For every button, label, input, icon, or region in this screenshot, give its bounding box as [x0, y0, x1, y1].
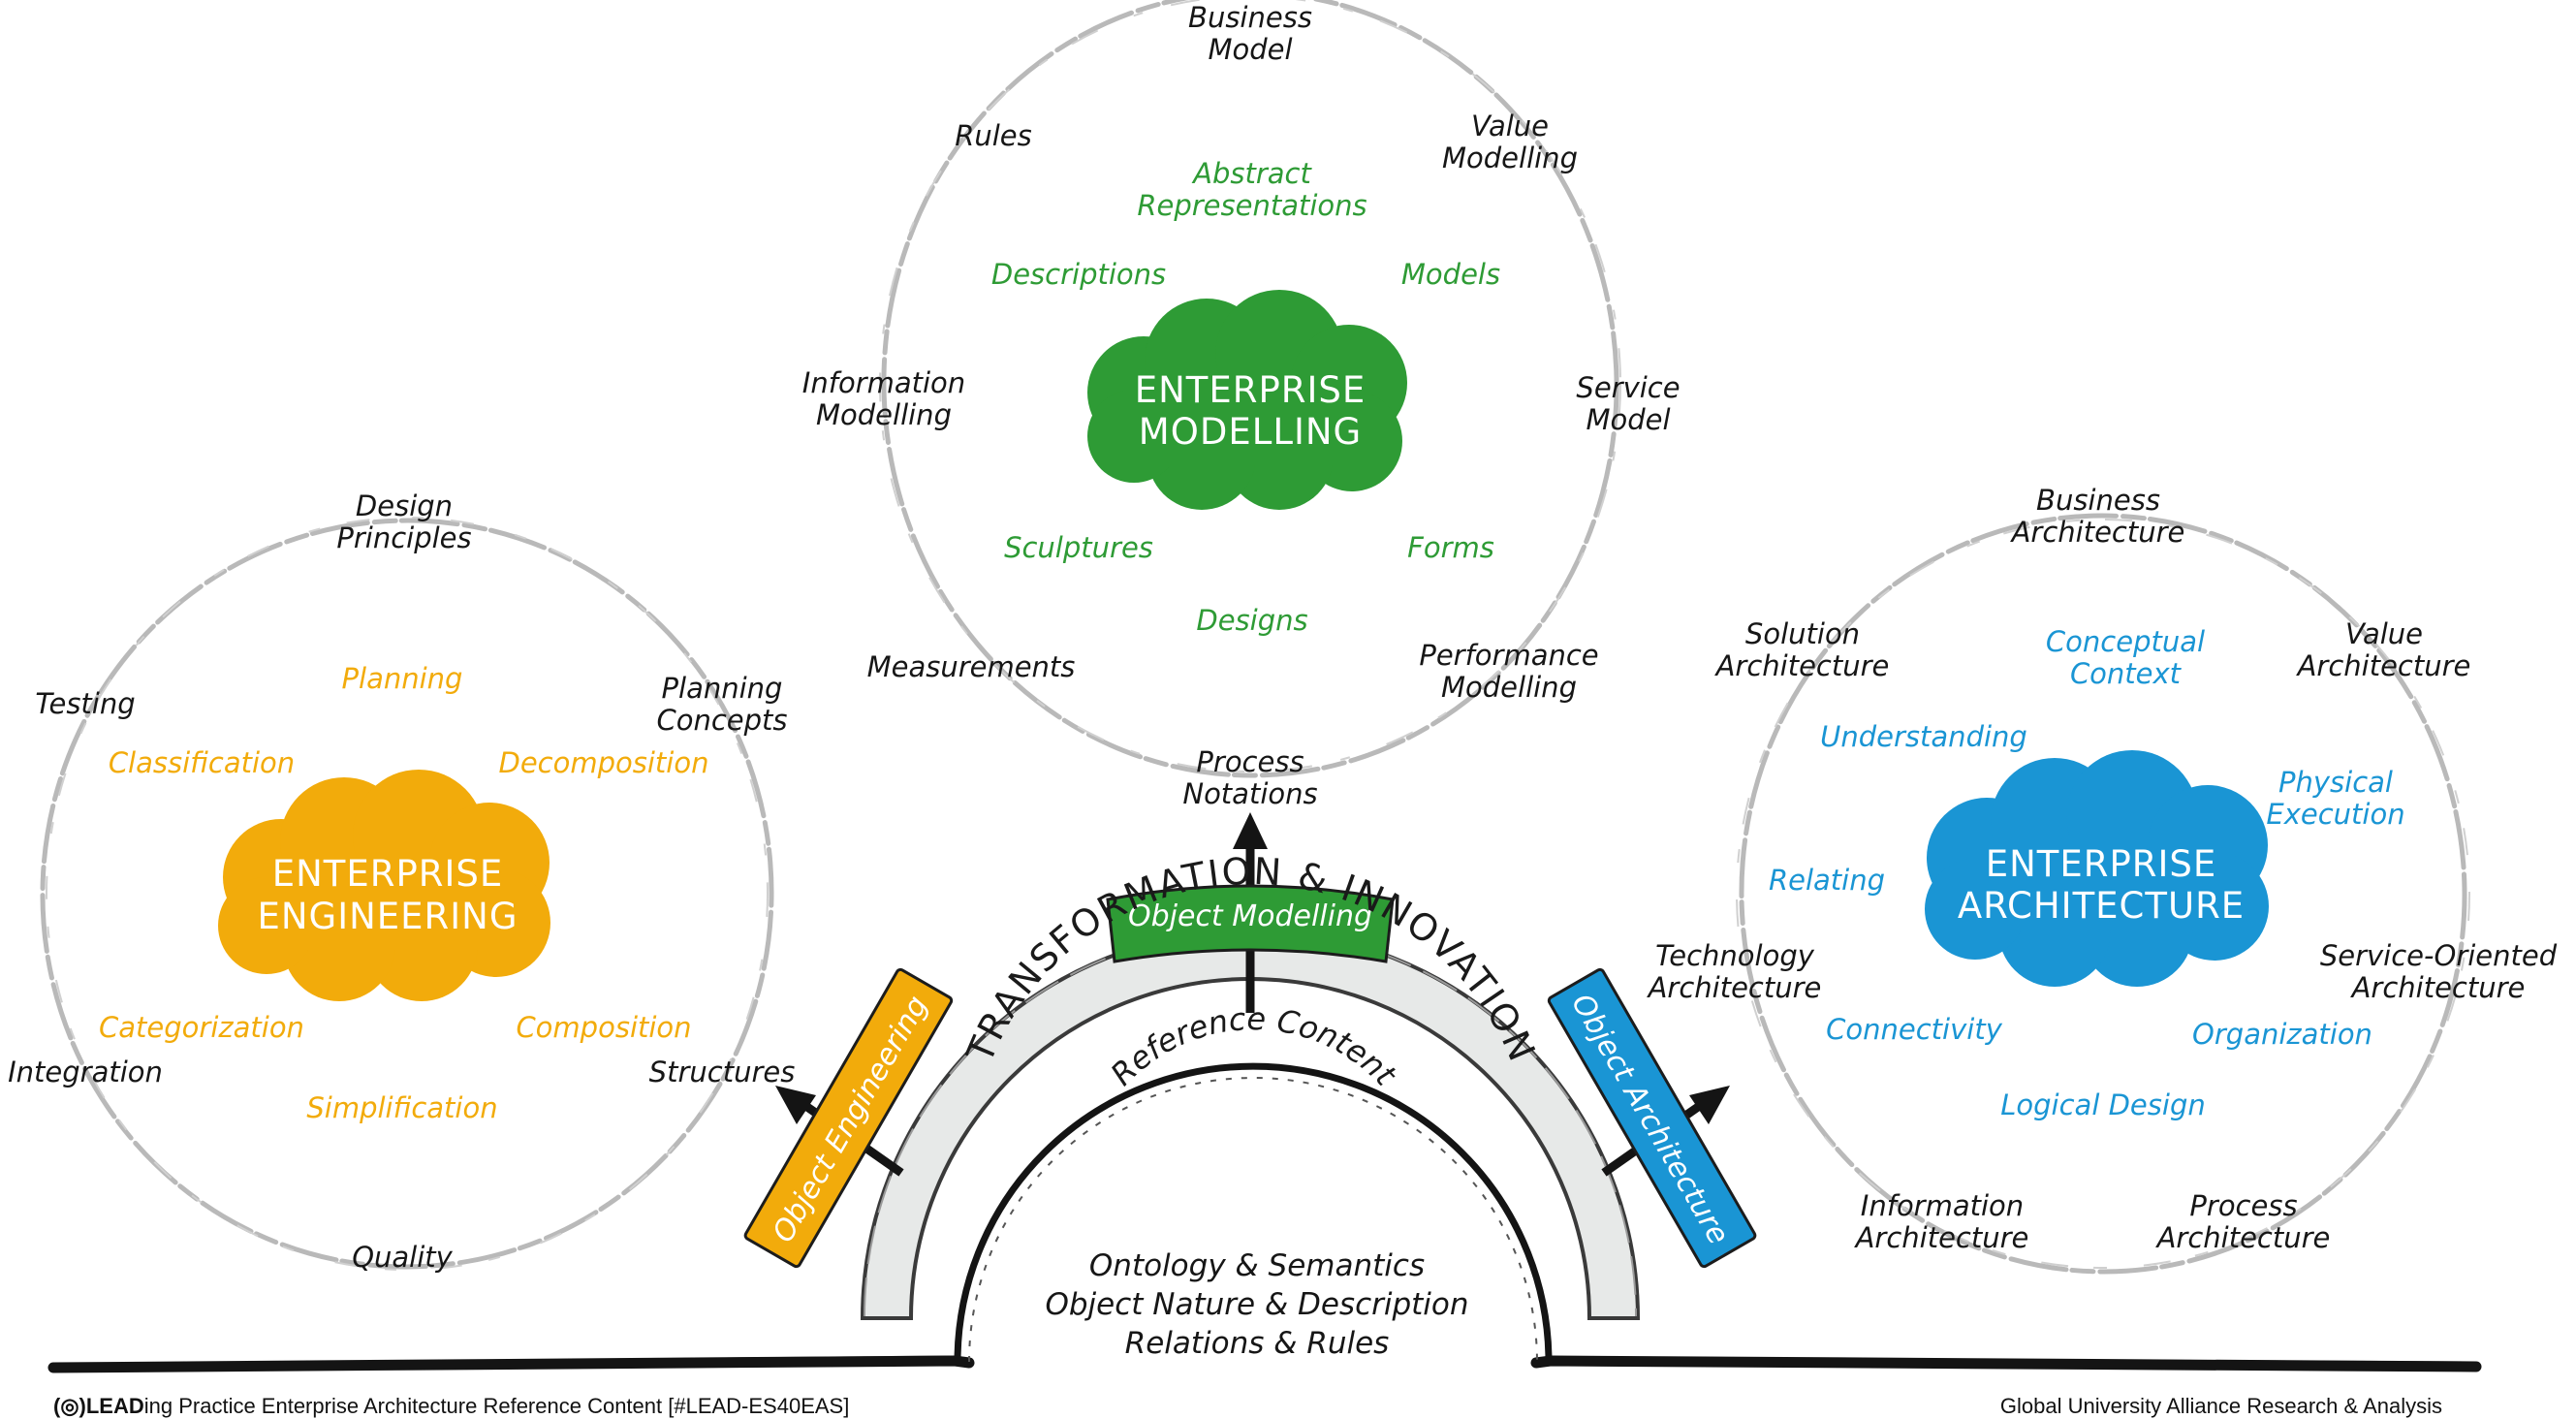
process-notations-label: Process: [1196, 745, 1304, 778]
physical-execution-label: Physical: [2278, 766, 2393, 799]
object-modelling-label: Object Modelling: [1128, 899, 1372, 933]
abstract-representations-label-2: Representations: [1137, 189, 1367, 222]
engineering-outer-labels: Design Principles Testing Planning Conce…: [8, 489, 795, 1274]
planning-concepts-label: Planning: [662, 672, 783, 705]
logical-design-label: Logical Design: [2000, 1088, 2205, 1121]
soa-label: Service-Oriented: [2320, 939, 2558, 972]
architecture-outer-labels: Business Architecture Solution Architect…: [1647, 484, 2558, 1254]
forms-label: Forms: [1407, 531, 1494, 564]
soa-label-2: Architecture: [2350, 971, 2526, 1004]
business-model-label-2: Model: [1208, 33, 1292, 66]
composition-label: Composition: [516, 1011, 691, 1044]
decomposition-label: Decomposition: [499, 746, 709, 779]
modelling-inner-labels: Abstract Representations Descriptions Mo…: [991, 157, 1500, 637]
value-modelling-label: Value: [1471, 110, 1549, 142]
descriptions-label: Descriptions: [991, 258, 1166, 291]
service-model-label-2: Model: [1586, 403, 1670, 436]
testing-label: Testing: [35, 687, 135, 720]
footer-right: Global University Alliance Research & An…: [2000, 1394, 2442, 1418]
engineering-cloud-line2: ENGINEERING: [257, 896, 518, 937]
solution-architecture-label: Solution: [1745, 617, 1860, 650]
modelling-cloud-line2: MODELLING: [1139, 411, 1362, 453]
conceptual-context-label: Conceptual: [2046, 625, 2205, 658]
business-architecture-label-2: Architecture: [2010, 516, 2185, 549]
footer-left-text: ing Practice Enterprise Architecture Ref…: [144, 1394, 850, 1418]
architecture-cloud-line2: ARCHITECTURE: [1958, 885, 2245, 927]
architecture-inner-labels: Conceptual Context Understanding Physica…: [1769, 625, 2405, 1121]
abstract-representations-label: Abstract: [1191, 157, 1312, 190]
value-architecture-label: Value: [2345, 617, 2423, 650]
connectivity-label: Connectivity: [1826, 1013, 2003, 1046]
ontology-semantics-text: Ontology & Semantics: [1089, 1248, 1425, 1283]
modelling-outer-labels: Business Model Rules Value Modelling Inf…: [802, 1, 1681, 810]
object-modelling-band: Object Modelling: [1106, 884, 1395, 963]
planning-label: Planning: [342, 662, 463, 695]
information-modelling-label: Information: [802, 366, 965, 399]
value-architecture-label-2: Architecture: [2296, 649, 2471, 682]
enterprise-engineering-cloud: ENTERPRISE ENGINEERING: [218, 770, 550, 1001]
quality-label: Quality: [352, 1241, 453, 1274]
value-modelling-label-2: Modelling: [1442, 142, 1578, 174]
measurements-label: Measurements: [867, 650, 1076, 683]
process-notations-label-2: Notations: [1182, 777, 1317, 810]
rules-label: Rules: [955, 119, 1032, 152]
designs-label: Designs: [1196, 604, 1307, 637]
modelling-ring: [879, 0, 1621, 778]
understanding-label: Understanding: [1820, 720, 2027, 753]
planning-concepts-label-2: Concepts: [656, 704, 787, 737]
models-label: Models: [1401, 258, 1500, 291]
object-nature-text: Object Nature & Description: [1045, 1287, 1468, 1322]
technology-architecture-label-2: Architecture: [1647, 971, 1822, 1004]
design-principles-label-2: Principles: [336, 521, 471, 554]
engineering-cloud-line1: ENTERPRISE: [272, 853, 504, 895]
design-principles-label: Design: [356, 489, 453, 522]
classification-label: Classification: [109, 746, 295, 779]
enterprise-architecture-cloud: ENTERPRISE ARCHITECTURE: [1925, 750, 2269, 987]
relating-label: Relating: [1769, 864, 1885, 897]
physical-execution-label-2: Execution: [2266, 798, 2404, 831]
information-architecture-label: Information: [1861, 1189, 2024, 1222]
conceptual-context-label-2: Context: [2070, 657, 2183, 690]
architecture-ring: [1736, 513, 2470, 1275]
modelling-cloud-line1: ENTERPRISE: [1135, 369, 1367, 411]
enterprise-modelling-cloud: ENTERPRISE MODELLING: [1087, 290, 1407, 510]
performance-modelling-label-2: Modelling: [1441, 671, 1577, 704]
categorization-label: Categorization: [99, 1011, 304, 1044]
business-model-label: Business: [1188, 1, 1312, 34]
information-architecture-label-2: Architecture: [1854, 1221, 2029, 1254]
relations-rules-text: Relations & Rules: [1125, 1326, 1390, 1361]
business-architecture-label: Business: [2036, 484, 2160, 517]
engineering-inner-labels: Planning Classification Decomposition Ca…: [99, 662, 708, 1124]
lead-logo: (◎)LEAD: [53, 1394, 144, 1418]
simplification-label: Simplification: [306, 1091, 497, 1124]
organization-label: Organization: [2192, 1018, 2372, 1051]
sculptures-label: Sculptures: [1004, 531, 1153, 564]
integration-label: Integration: [8, 1056, 163, 1088]
information-modelling-label-2: Modelling: [816, 398, 952, 431]
reference-content-label: Reference Content: [1103, 1000, 1403, 1093]
structures-label: Structures: [649, 1056, 796, 1088]
architecture-cloud-line1: ENTERPRISE: [1986, 843, 2217, 885]
process-architecture-label: Process: [2189, 1189, 2297, 1222]
reference-arch: [954, 1062, 1553, 1363]
service-model-label: Service: [1576, 371, 1680, 404]
technology-architecture-label: Technology: [1655, 939, 1815, 972]
process-architecture-label-2: Architecture: [2155, 1221, 2331, 1254]
footer-left: (◎)LEADing Practice Enterprise Architect…: [53, 1394, 849, 1418]
engineering-ring: [40, 517, 774, 1271]
performance-modelling-label: Performance: [1419, 639, 1598, 672]
solution-architecture-label-2: Architecture: [1714, 649, 1890, 682]
